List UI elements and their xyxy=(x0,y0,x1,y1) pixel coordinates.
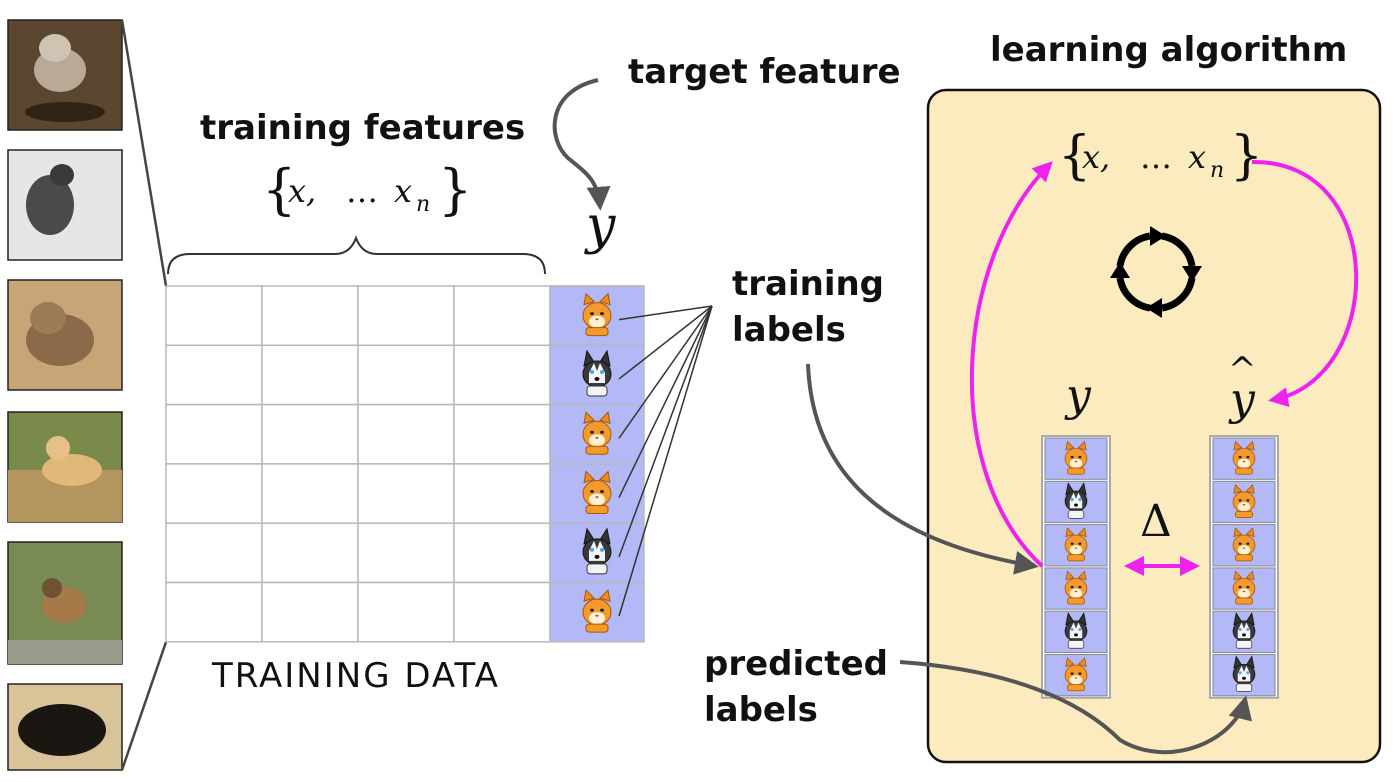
grid-cell xyxy=(357,344,455,406)
grid-cell xyxy=(357,463,455,524)
grid-cell xyxy=(165,344,263,406)
set-open-brace: { xyxy=(262,158,297,221)
learning-algorithm-title: learning algorithm xyxy=(990,30,1348,70)
label-pointer-line xyxy=(618,305,713,617)
grid-cell xyxy=(453,403,551,465)
label-pointer-line xyxy=(618,305,713,558)
label-pointer-line xyxy=(618,305,713,321)
funnel-line-bottom xyxy=(120,641,168,771)
training-features-label: training features xyxy=(200,108,526,148)
true-y-symbol: y xyxy=(1066,370,1091,421)
set-close-brace: } xyxy=(438,158,473,221)
black-dog-sleeping-photo xyxy=(7,683,123,771)
funnel-line-top xyxy=(120,19,168,287)
difference-delta-symbol: Δ xyxy=(1140,496,1172,547)
algo-set-subscript-n: n xyxy=(1210,158,1225,183)
predicted-label-column xyxy=(1209,435,1279,699)
grid-cell xyxy=(357,522,455,584)
yorkshire-terrier-photo xyxy=(7,541,123,665)
grid-cell xyxy=(453,522,551,584)
grid-cell xyxy=(165,403,263,465)
grid-cell xyxy=(261,285,359,347)
grid-cell xyxy=(261,522,359,584)
refresh-cycle-icon xyxy=(1110,226,1202,318)
grayscale-cat-photo xyxy=(7,149,123,261)
golden-retriever-photo xyxy=(7,411,123,523)
features-feedback-arrow xyxy=(969,161,1053,568)
training-label-pointer-lines xyxy=(618,305,713,617)
predicted-labels-arrow xyxy=(899,660,1252,755)
kitten-photo xyxy=(7,19,123,131)
set-x-last: x xyxy=(394,172,413,210)
prediction-arrow xyxy=(1251,159,1359,408)
features-brace xyxy=(167,235,546,275)
label-pointer-line xyxy=(618,305,713,498)
grid-cell xyxy=(165,522,263,584)
grid-cell xyxy=(453,463,551,524)
predicted-labels-label-line1: predicted xyxy=(704,644,888,684)
target-feature-label: target feature xyxy=(628,52,901,92)
photo-strip xyxy=(7,19,123,771)
grid-cell xyxy=(165,463,263,524)
set-ellipsis: … xyxy=(346,172,378,210)
predicted-y-hat-symbol: y xyxy=(1230,374,1255,425)
y-hat-accent: ^ xyxy=(1228,350,1257,390)
grid-cell xyxy=(261,344,359,406)
algo-set-open-brace: { xyxy=(1058,126,1092,186)
grid-cell xyxy=(357,581,455,643)
grid-cell xyxy=(261,403,359,465)
grid-cell xyxy=(261,463,359,524)
algo-set-ellipsis: … xyxy=(1140,138,1172,176)
grid-cell xyxy=(453,344,551,406)
algo-set-x-last: x xyxy=(1188,138,1207,176)
grid-cell xyxy=(165,285,263,347)
grid-cell xyxy=(165,581,263,643)
label-pointer-line xyxy=(618,305,713,380)
set-x-first: x, xyxy=(288,172,317,210)
training-labels-label-line2: labels xyxy=(732,310,846,350)
label-pointer-line xyxy=(618,305,713,439)
set-subscript-n: n xyxy=(416,192,431,217)
grid-cell xyxy=(357,285,455,347)
tabby-kitten-photo xyxy=(7,279,123,391)
target-y-symbol: y xyxy=(586,196,616,256)
training-labels-label-line1: training xyxy=(732,264,885,304)
training-data-grid xyxy=(165,285,551,643)
grid-cell xyxy=(261,581,359,643)
grid-cell xyxy=(453,581,551,643)
algo-set-close-brace: } xyxy=(1230,126,1264,186)
training-labels-arrow xyxy=(806,363,1039,575)
predicted-labels-label-line2: labels xyxy=(704,690,818,730)
algo-set-x-first: x, xyxy=(1082,138,1111,176)
grid-cell xyxy=(453,285,551,347)
target-feature-arrow xyxy=(552,78,611,211)
grid-cell xyxy=(357,403,455,465)
training-data-caption: TRAINING DATA xyxy=(212,656,500,696)
learning-algorithm-panel xyxy=(926,88,1382,764)
true-label-column xyxy=(1041,435,1111,699)
